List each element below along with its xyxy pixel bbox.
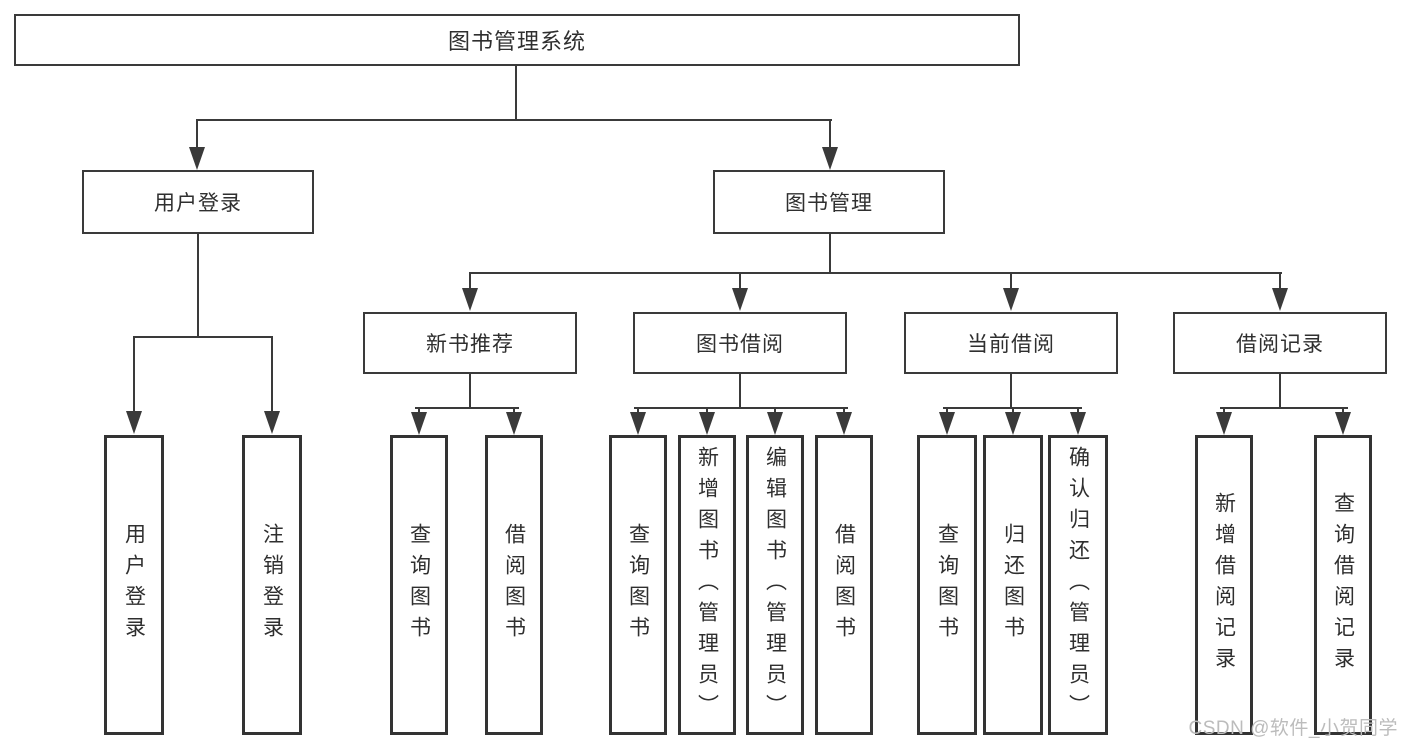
node-label: 新书推荐 <box>426 333 514 356</box>
connector-drop <box>1077 407 1079 415</box>
arrowhead-down-icon <box>264 411 280 434</box>
connector-group2-branch-line <box>634 407 848 409</box>
arrowhead-down-icon <box>630 412 646 435</box>
arrowhead-down-icon <box>126 411 142 434</box>
connector-drop-leaf-logout <box>271 336 273 413</box>
leaf-label: 借阅图书 <box>502 523 526 647</box>
leaf-edit-book-admin: 编辑图书（管理员） <box>746 435 804 735</box>
arrowhead-down-icon <box>1216 412 1232 435</box>
connector-group1-branch-line <box>415 407 519 409</box>
connector-drop-book-management <box>829 119 831 149</box>
leaf-add-borrow-record: 新增借阅记录 <box>1195 435 1253 735</box>
leaf-borrow-books-borrow: 借阅图书 <box>815 435 873 735</box>
node-book-management-branch: 图书管理 <box>713 170 945 234</box>
leaf-query-books-borrow: 查询图书 <box>609 435 667 735</box>
leaf-query-books-recommend: 查询图书 <box>390 435 448 735</box>
node-user-login-branch: 用户登录 <box>82 170 314 234</box>
connector-book-management-stem <box>829 234 831 272</box>
connector-drop <box>774 407 776 415</box>
arrowhead-down-icon <box>1272 288 1288 311</box>
connector-user-login-stem <box>197 234 199 336</box>
connector-drop <box>513 407 515 415</box>
connector-drop <box>843 407 845 415</box>
leaf-label: 注销登录 <box>260 523 284 647</box>
connector-drop-borrow-records <box>1279 272 1281 290</box>
node-label: 用户登录 <box>154 192 242 215</box>
arrowhead-down-icon <box>1335 412 1351 435</box>
leaf-label: 归还图书 <box>1001 523 1025 647</box>
node-library-management-system: 图书管理系统 <box>14 14 1020 66</box>
node-label: 当前借阅 <box>967 333 1055 356</box>
csdn-watermark: CSDN @软件_小贺同学 <box>1188 718 1398 739</box>
leaf-query-borrow-record: 查询借阅记录 <box>1314 435 1372 735</box>
arrowhead-down-icon <box>699 412 715 435</box>
leaf-user-login: 用户登录 <box>104 435 164 735</box>
node-label: 图书管理 <box>785 192 873 215</box>
leaf-confirm-return-admin: 确认归还（管理员） <box>1048 435 1108 735</box>
leaf-label: 借阅图书 <box>832 523 856 647</box>
arrowhead-down-icon <box>462 288 478 311</box>
connector-drop <box>1342 407 1344 415</box>
connector-drop-leaf-user-login <box>133 336 135 413</box>
node-current-borrow: 当前借阅 <box>904 312 1118 374</box>
node-book-borrow: 图书借阅 <box>633 312 847 374</box>
connector-group1-stem <box>469 374 471 408</box>
connector-drop <box>1223 407 1225 415</box>
connector-book-management-branch-line <box>469 272 1282 274</box>
arrowhead-down-icon <box>1070 412 1086 435</box>
node-new-book-recommend: 新书推荐 <box>363 312 577 374</box>
connector-drop-new-book-recommend <box>469 272 471 290</box>
leaf-borrow-books-recommend: 借阅图书 <box>485 435 543 735</box>
node-label: 图书借阅 <box>696 333 784 356</box>
arrowhead-down-icon <box>939 412 955 435</box>
leaf-label: 查询图书 <box>626 523 650 647</box>
leaf-logout: 注销登录 <box>242 435 302 735</box>
node-label: 图书管理系统 <box>447 29 586 54</box>
leaf-label: 用户登录 <box>122 523 146 647</box>
connector-drop <box>418 407 420 415</box>
leaf-label: 新增图书（管理员） <box>695 445 719 725</box>
arrowhead-down-icon <box>836 412 852 435</box>
leaf-label: 查询借阅记录 <box>1331 492 1355 678</box>
arrowhead-down-icon <box>732 288 748 311</box>
arrowhead-down-icon <box>411 412 427 435</box>
connector-drop <box>637 407 639 415</box>
leaf-query-books-current: 查询图书 <box>917 435 977 735</box>
node-label: 借阅记录 <box>1236 333 1324 356</box>
connector-user-login-branch-line <box>133 336 273 338</box>
connector-drop-user-login <box>196 119 198 149</box>
arrowhead-down-icon <box>1005 412 1021 435</box>
connector-drop-current-borrow <box>1010 272 1012 290</box>
connector-drop <box>706 407 708 415</box>
connector-group4-branch-line <box>1220 407 1348 409</box>
leaf-add-book-admin: 新增图书（管理员） <box>678 435 736 735</box>
connector-group2-stem <box>739 374 741 408</box>
leaf-label: 确认归还（管理员） <box>1066 445 1090 725</box>
leaf-label: 查询图书 <box>935 523 959 647</box>
leaf-label: 编辑图书（管理员） <box>763 445 787 725</box>
arrowhead-down-icon <box>767 412 783 435</box>
leaf-return-books: 归还图书 <box>983 435 1043 735</box>
leaf-label: 新增借阅记录 <box>1212 492 1236 678</box>
connector-drop-book-borrow <box>739 272 741 290</box>
connector-root-stem <box>515 66 517 120</box>
connector-drop <box>946 407 948 415</box>
leaf-label: 查询图书 <box>407 523 431 647</box>
connector-root-branch-line <box>196 119 832 121</box>
arrowhead-down-icon <box>822 147 838 170</box>
connector-group3-stem <box>1010 374 1012 408</box>
arrowhead-down-icon <box>1003 288 1019 311</box>
connector-group4-stem <box>1279 374 1281 408</box>
arrowhead-down-icon <box>506 412 522 435</box>
node-borrow-records: 借阅记录 <box>1173 312 1387 374</box>
arrowhead-down-icon <box>189 147 205 170</box>
connector-drop <box>1012 407 1014 415</box>
